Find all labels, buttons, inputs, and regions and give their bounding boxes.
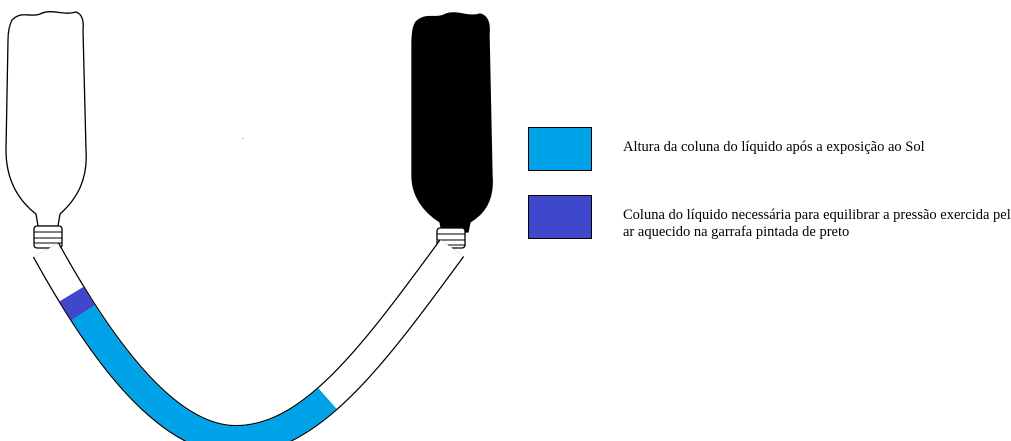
legend-item-after-sun: Altura da coluna do líquido após a expos… <box>528 127 1011 171</box>
black-bottle-body <box>411 12 493 233</box>
liquid-column-after-sun <box>33 239 464 441</box>
legend-swatch-dark-blue <box>528 195 592 239</box>
legend-label-after-sun: Altura da coluna do líquido após a expos… <box>623 139 925 155</box>
legend-item-needed-column: Coluna do líquido necessária para equili… <box>528 195 1011 241</box>
white-bottle-body <box>5 11 87 227</box>
black-bottle-icon <box>411 12 493 249</box>
legend-label-needed-column: Coluna do líquido necessária para equili… <box>623 207 1011 240</box>
legend-swatch-light-blue <box>528 127 592 171</box>
white-bottle-icon <box>5 11 87 249</box>
